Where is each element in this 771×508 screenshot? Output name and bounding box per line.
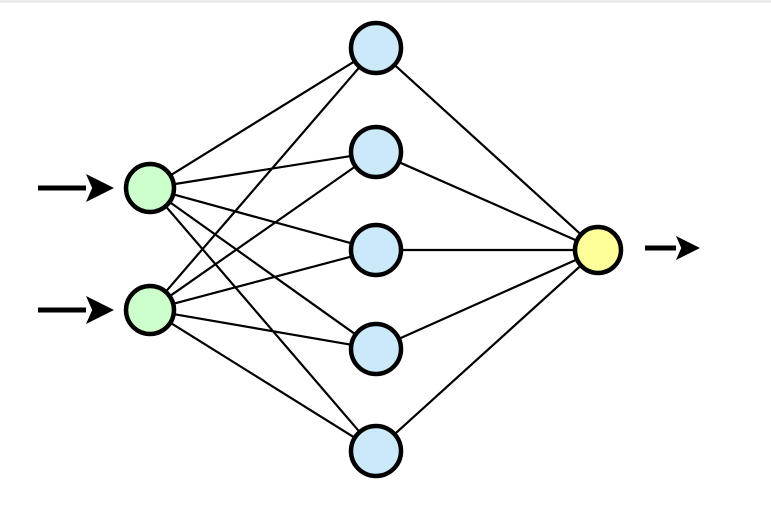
node-circle-output-1[interactable] <box>572 224 624 276</box>
node-circle-hidden-4[interactable] <box>348 321 404 377</box>
node-hidden-4[interactable] <box>348 321 404 377</box>
connection-edge-input-1-to-hidden-4 <box>167 200 358 337</box>
node-output-1[interactable] <box>572 224 624 276</box>
connection-edge-input-2-to-hidden-3 <box>171 255 354 306</box>
connection-edge-hidden-5-to-output-1 <box>392 263 583 436</box>
input-arrow-1-head <box>86 174 114 202</box>
connection-edge-hidden-2-to-output-1 <box>396 160 579 243</box>
node-circle-hidden-5[interactable] <box>348 423 404 479</box>
input-arrow-2-head <box>86 296 114 324</box>
connection-edge-input-1-to-hidden-1 <box>168 59 357 177</box>
connection-edge-input-1-to-hidden-3 <box>171 192 354 245</box>
node-input-1[interactable] <box>123 161 177 215</box>
edges-group <box>163 59 583 440</box>
node-hidden-3[interactable] <box>348 222 404 278</box>
node-input-2[interactable] <box>123 283 177 337</box>
connection-edge-input-2-to-hidden-2 <box>167 164 358 298</box>
connection-edge-hidden-1-to-output-1 <box>392 63 583 237</box>
connection-edge-input-1-to-hidden-5 <box>163 204 362 434</box>
node-hidden-1[interactable] <box>348 20 404 76</box>
node-circle-input-2[interactable] <box>123 283 177 337</box>
connection-edge-input-2-to-hidden-1 <box>163 65 362 294</box>
connection-edge-input-2-to-hidden-5 <box>168 321 357 440</box>
input-arrow-2 <box>38 296 114 324</box>
nodes-group <box>123 20 624 479</box>
node-circle-input-1[interactable] <box>123 161 177 215</box>
node-circle-hidden-1[interactable] <box>348 20 404 76</box>
node-hidden-5[interactable] <box>348 423 404 479</box>
input-arrow-1 <box>38 174 114 202</box>
connection-edge-input-1-to-hidden-2 <box>171 154 354 186</box>
io-arrows-group <box>38 174 700 324</box>
node-circle-hidden-3[interactable] <box>348 222 404 278</box>
node-circle-hidden-2[interactable] <box>348 124 404 180</box>
output-arrow-1-head <box>676 236 700 260</box>
node-hidden-2[interactable] <box>348 124 404 180</box>
connection-edge-input-2-to-hidden-4 <box>171 312 354 347</box>
connection-edge-hidden-4-to-output-1 <box>396 257 580 341</box>
output-arrow-1 <box>645 236 700 260</box>
top-edge-strip <box>0 0 771 3</box>
